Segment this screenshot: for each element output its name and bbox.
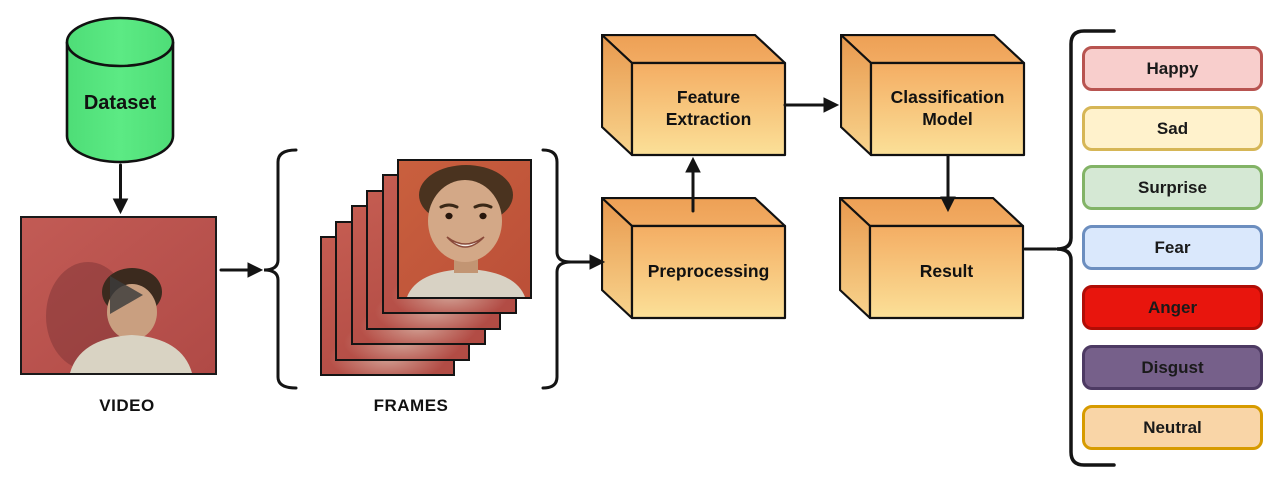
play-icon [110,276,143,314]
arrow-frames-to-preprocessing [566,254,606,270]
frames-right-brace [541,148,572,390]
face-illustration [399,161,530,297]
emotion-label: Sad [1156,118,1189,138]
database-icon [65,16,175,164]
emotion-pill-happy: Happy [1082,46,1263,91]
emotion-label: Neutral [1143,417,1202,437]
boy-illustration [22,218,215,373]
box-feature-extraction: Feature Extraction [601,34,797,166]
emotion-label: Fear [1154,237,1191,257]
arrow-video-to-frames [219,262,264,278]
video-frame-front [397,159,532,299]
emotion-label: Disgust [1141,357,1204,377]
emotion-pill-surprise: Surprise [1082,165,1263,210]
dataset-label: Dataset [83,92,157,114]
emotion-label: Happy [1146,58,1199,78]
feature-extraction-label: Feature Extraction [665,87,752,129]
dataset-cylinder [64,16,176,168]
result-label: Result [919,261,974,282]
emotion-pill-anger: Anger [1082,285,1263,330]
emotion-pill-sad: Sad [1082,106,1263,151]
video-thumbnail [20,216,217,375]
emotion-label: Surprise [1138,177,1207,197]
frames-left-brace [263,148,298,390]
emotion-pill-neutral: Neutral [1082,405,1263,450]
box-result: Result [839,197,1035,329]
box-preprocessing: Preprocessing [601,197,797,329]
box-classification-model: Classification Model [840,34,1036,166]
arrow-dataset-to-video [112,163,129,215]
frames-caption: FRAMES [373,396,449,415]
emotion-pill-disgust: Disgust [1082,345,1263,390]
emotion-pill-fear: Fear [1082,225,1263,270]
emotion-label: Anger [1147,297,1198,317]
classification-model-label: Classification Model [890,87,1005,129]
preprocessing-label: Preprocessing [647,261,770,282]
video-caption: VIDEO [99,396,155,415]
